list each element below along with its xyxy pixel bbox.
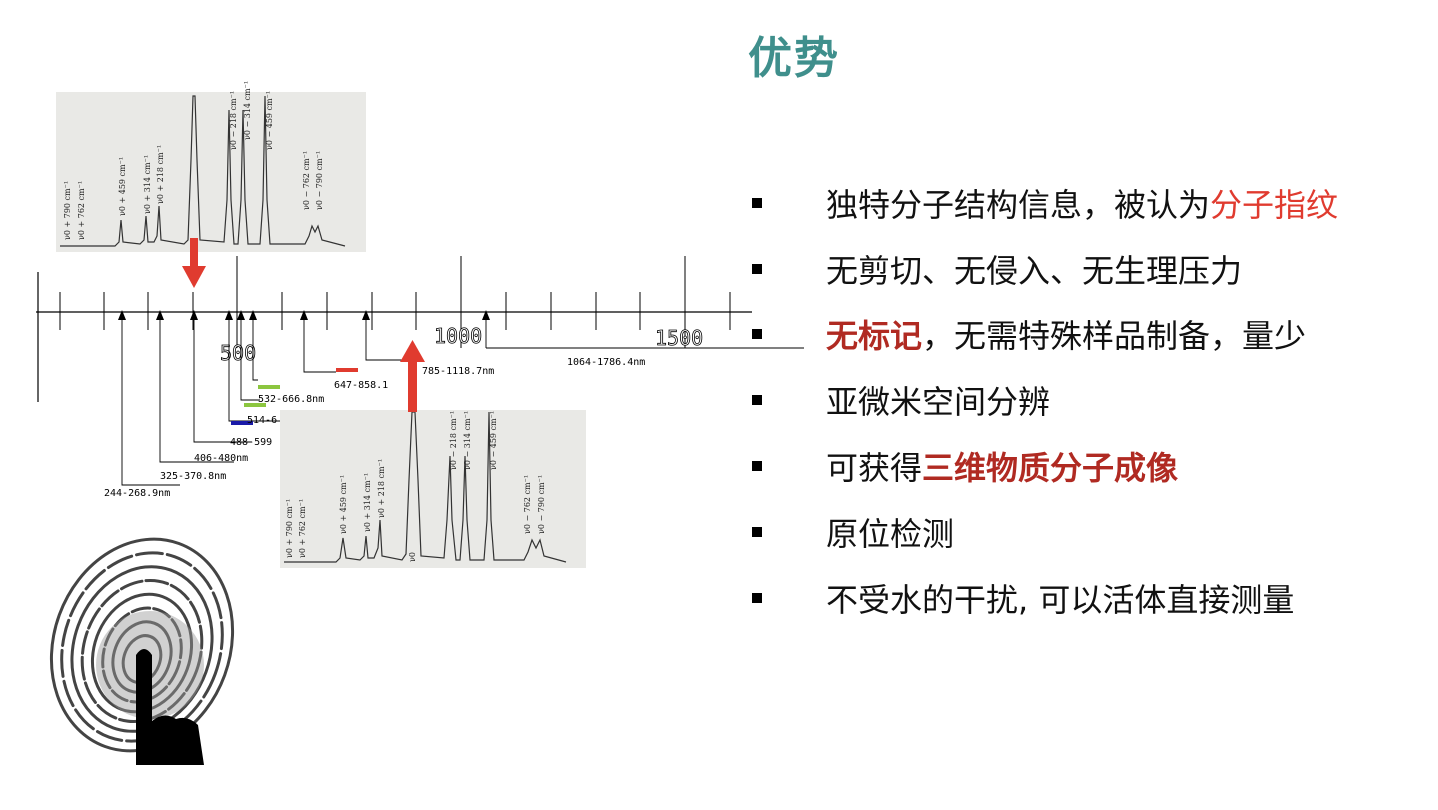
bullet-text: 原位检测 — [826, 509, 954, 555]
laser-bar-green — [244, 403, 266, 407]
range-label: 785-1118.7nm — [422, 366, 494, 377]
bullet-square-icon — [752, 395, 762, 406]
range-label: 1064-1786.4nm — [567, 357, 645, 368]
range-label: 532-666.8nm — [258, 394, 324, 405]
red-arrow-up — [400, 340, 425, 412]
bullet-item: 无剪切、无侵入、无生理压力 — [752, 236, 1432, 302]
bullet-square-icon — [752, 263, 762, 274]
peak-label: ν0 + 459 cm⁻¹ — [118, 157, 127, 216]
peak-label: ν0 − 459 cm⁻¹ — [265, 91, 274, 150]
peak-label: ν0 − 314 cm⁻¹ — [463, 411, 472, 470]
range-label: 325-370.8nm — [160, 471, 226, 482]
peak-label: ν0 + 762 cm⁻¹ — [77, 181, 86, 240]
laser-bar-blue — [231, 421, 253, 425]
peak-label: ν0 + 314 cm⁻¹ — [363, 473, 372, 532]
bullet-item: 无标记，无需特殊样品制备，量少 — [752, 302, 1432, 368]
leader-arrowheads — [118, 310, 490, 320]
bullet-text: 可获得三维物质分子成像 — [826, 443, 1178, 489]
bullet-text-part: 不受水的干扰, 可以活体直接测量 — [826, 580, 1295, 619]
bullet-item: 亚微米空间分辨 — [752, 367, 1432, 433]
peak-label: ν0 − 790 cm⁻¹ — [537, 475, 546, 534]
bullet-text-part: 三维物质分子成像 — [922, 449, 1179, 488]
bullet-item: 不受水的干扰, 可以活体直接测量 — [752, 565, 1432, 631]
bullet-text: 无标记，无需特殊样品制备，量少 — [826, 311, 1306, 357]
peak-label: ν0 − 218 cm⁻¹ — [449, 411, 458, 470]
peak-label: ν0 + 459 cm⁻¹ — [339, 475, 348, 534]
bullet-item: 可获得三维物质分子成像 — [752, 433, 1432, 499]
bullet-text: 不受水的干扰, 可以活体直接测量 — [826, 575, 1294, 621]
bullet-text-part: 原位检测 — [826, 514, 955, 553]
range-label: 406-480nm — [194, 453, 248, 464]
range-label: 488-599 — [230, 437, 272, 448]
peak-label: ν0 + 790 cm⁻¹ — [63, 181, 72, 240]
peak-label: ν0 − 218 cm⁻¹ — [229, 91, 238, 150]
range-label: 244-268.9nm — [104, 488, 170, 499]
bullet-text: 亚微米空间分辨 — [826, 377, 1050, 423]
bullet-item: 独特分子结构信息，被认为分子指纹 — [752, 170, 1432, 236]
bullet-list: 独特分子结构信息，被认为分子指纹无剪切、无侵入、无生理压力无标记，无需特殊样品制… — [752, 170, 1432, 631]
spectrum-bottom-line — [284, 411, 567, 563]
bullet-text-part: 无标记 — [826, 317, 923, 356]
raman-figure: ν0 + 790 cm⁻¹ ν0 + 762 cm⁻¹ ν0 + 459 cm⁻… — [36, 81, 804, 568]
peak-label: ν0 + 314 cm⁻¹ — [143, 155, 152, 214]
peak-label: ν0 + 790 cm⁻¹ — [285, 499, 294, 558]
slide-title: 优势 — [748, 33, 840, 84]
peak-label: ν0 − 762 cm⁻¹ — [523, 475, 532, 534]
bullet-text-part: 分子指纹 — [1210, 185, 1339, 224]
peak-label: ν0 — [408, 552, 417, 562]
bullet-square-icon — [752, 461, 762, 472]
peak-label: ν0 + 762 cm⁻¹ — [298, 499, 307, 558]
laser-bar-red — [336, 368, 358, 372]
bullet-square-icon — [752, 526, 762, 537]
red-arrow-down — [182, 238, 206, 288]
laser-bar-green-2 — [258, 385, 280, 389]
bullet-text: 独特分子结构信息，被认为分子指纹 — [826, 180, 1338, 226]
bullet-text-part: 独特分子结构信息，被认为 — [826, 185, 1211, 224]
peak-label: ν0 − 314 cm⁻¹ — [243, 81, 252, 140]
scale-label-500: 500 — [220, 341, 256, 365]
bullet-square-icon — [752, 329, 762, 340]
spectrum-top-line — [60, 95, 346, 247]
fingerprint-illustration — [49, 537, 235, 765]
scale-label-1000: 1000 — [434, 324, 482, 348]
spectrum-top: ν0 + 790 cm⁻¹ ν0 + 762 cm⁻¹ ν0 + 459 cm⁻… — [56, 81, 366, 252]
wavelength-scale: 500 1000 1500 — [36, 256, 804, 402]
bullet-text-part: ，无需特殊样品制备，量少 — [922, 317, 1307, 356]
pointing-hand — [136, 649, 204, 765]
scale-label-1500: 1500 — [655, 326, 703, 350]
peak-label: ν0 − 762 cm⁻¹ — [302, 151, 311, 210]
bullet-text-part: 无剪切、无侵入、无生理压力 — [826, 251, 1243, 290]
range-label: 514-6 — [247, 415, 277, 426]
bullet-text-part: 可获得 — [826, 449, 923, 488]
peak-label: ν0 + 218 cm⁻¹ — [377, 459, 386, 518]
spectrum-bottom: ν0 + 790 cm⁻¹ ν0 + 762 cm⁻¹ ν0 + 459 cm⁻… — [280, 410, 586, 568]
bullet-item: 原位检测 — [752, 499, 1432, 565]
bullet-text-part: 亚微米空间分辨 — [826, 383, 1051, 422]
peak-label: ν0 − 790 cm⁻¹ — [315, 151, 324, 210]
bullet-square-icon — [752, 592, 762, 603]
bullet-text: 无剪切、无侵入、无生理压力 — [826, 246, 1242, 292]
range-label: 647-858.1 — [334, 380, 388, 391]
peak-label: ν0 + 218 cm⁻¹ — [156, 145, 165, 204]
bullet-square-icon — [752, 197, 762, 208]
peak-label: ν0 − 459 cm⁻¹ — [489, 411, 498, 470]
